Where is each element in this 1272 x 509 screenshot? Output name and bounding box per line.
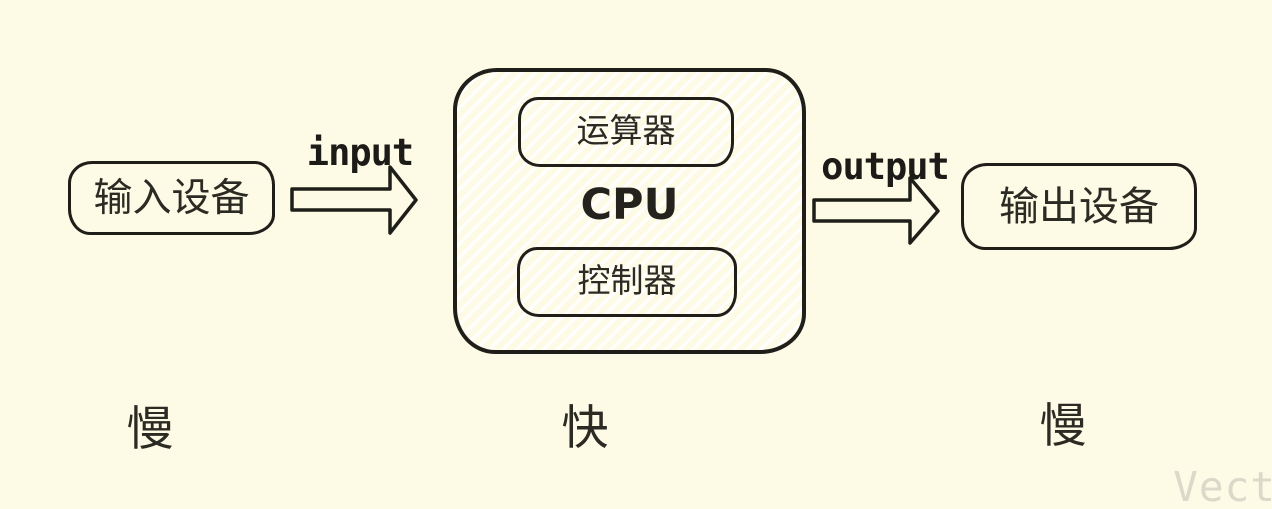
watermark-text: Vect — [1173, 463, 1272, 509]
input-arrow-shape — [290, 165, 418, 235]
control-unit-label: 控制器 — [577, 263, 677, 300]
input-arrow — [290, 165, 418, 235]
input-device-label: 输入设备 — [93, 176, 250, 220]
output-arrow-shape — [812, 176, 940, 245]
speed-label-left: 慢 — [126, 404, 174, 456]
speed-label-center: 快 — [561, 403, 609, 455]
speed-label-right: 慢 — [1039, 401, 1087, 453]
control-unit-node: 控制器 — [517, 247, 737, 317]
alu-node: 运算器 — [518, 97, 734, 167]
output-arrow-label: output — [821, 145, 950, 188]
input-arrow-label: input — [306, 131, 414, 174]
cpu-label: CPU — [580, 180, 679, 230]
cpu-node — [453, 68, 806, 354]
output-device-label: 输出设备 — [999, 183, 1159, 229]
alu-label: 运算器 — [576, 113, 676, 150]
input-device-node: 输入设备 — [68, 161, 275, 235]
output-device-node: 输出设备 — [961, 163, 1197, 250]
output-arrow — [812, 176, 940, 245]
